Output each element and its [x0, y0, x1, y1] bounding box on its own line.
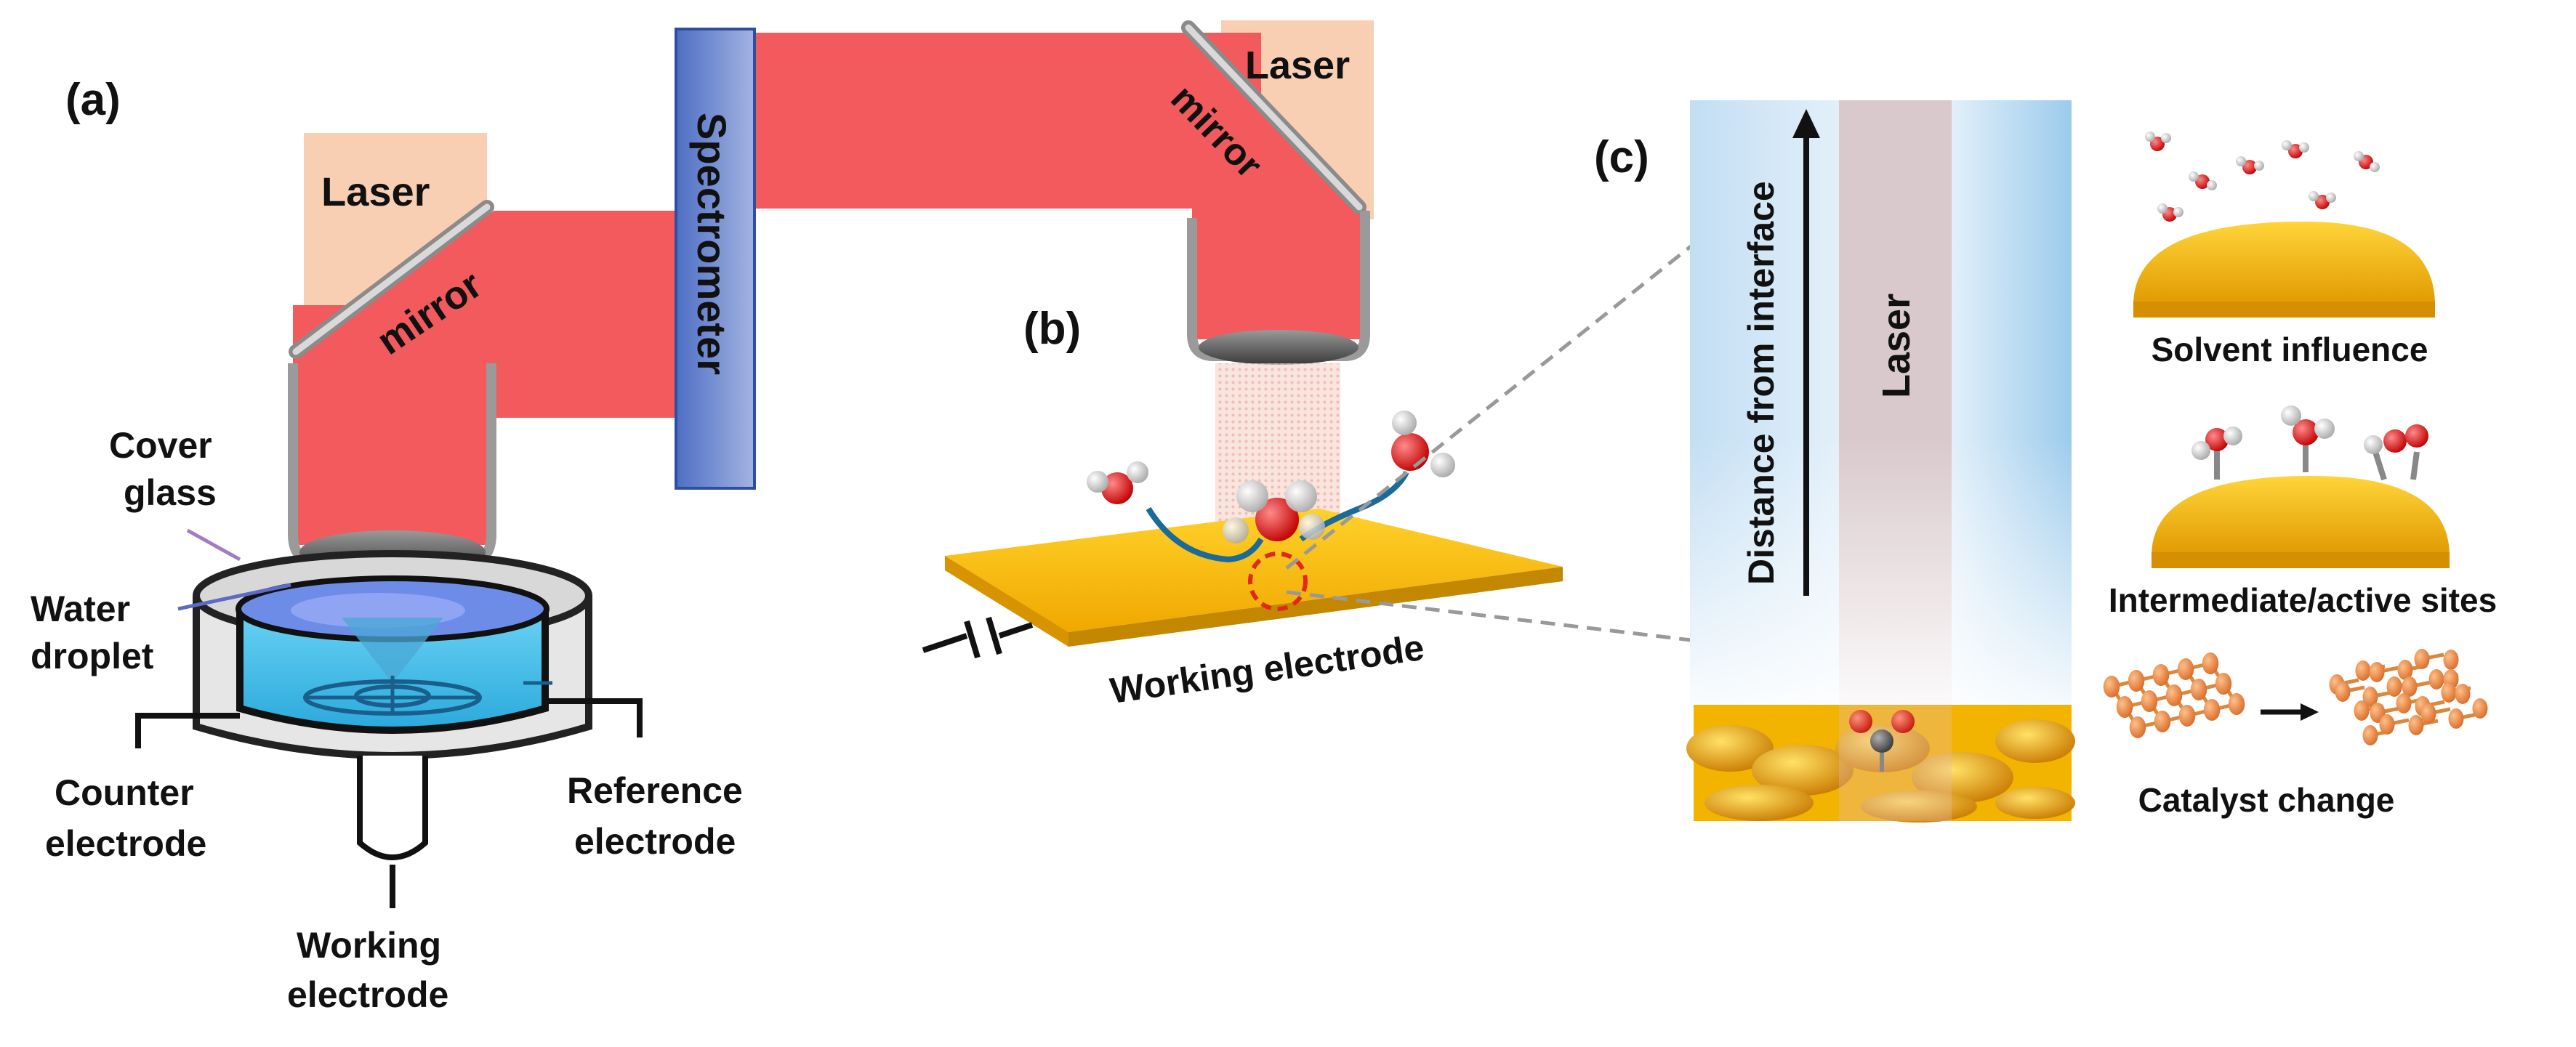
reference-electrode-label-2: electrode: [574, 821, 736, 862]
water-droplet-label-2: droplet: [31, 636, 154, 676]
cover-glass-label-1: Cover: [109, 425, 212, 466]
working-electrode-label-1: Working: [297, 925, 441, 966]
catalyst-lattice-after: [2329, 649, 2488, 745]
solvent-influence-label: Solvent influence: [2152, 331, 2428, 368]
water-molecules-scattered: [2145, 132, 2380, 222]
panel-c-label: (c): [1594, 132, 1649, 182]
objective-lens-b: [1187, 211, 1370, 365]
working-electrode-label-2: electrode: [287, 974, 448, 1015]
counter-electrode-label-2: electrode: [45, 823, 206, 864]
laser-label-b: Laser: [1245, 44, 1350, 87]
intermediate-sites-inset: Intermediate/active sites: [2109, 405, 2497, 619]
laser-label-a: Laser: [321, 169, 430, 214]
reference-electrode-label-1: Reference: [567, 770, 743, 811]
panel-a-label: (a): [65, 75, 121, 125]
spectrometer: Spectrometer: [675, 28, 756, 490]
intermediate-sites-label: Intermediate/active sites: [2109, 581, 2497, 619]
electrochemical-cell: [135, 528, 643, 908]
water-droplet-label-1: Water: [31, 589, 130, 629]
solvent-influence-inset: Solvent influence: [2133, 132, 2435, 368]
mirror-a: [289, 200, 494, 359]
cover-glass-label-2: glass: [124, 472, 217, 513]
catalyst-change-inset: Catalyst change: [2103, 649, 2488, 819]
spectrometer-label: Spectrometer: [689, 113, 735, 375]
panel-b-label: (b): [1023, 304, 1081, 354]
laser-beam-path: [293, 20, 1374, 545]
panel-b-scene: [922, 237, 1702, 659]
catalyst-surface-blobs: [1686, 719, 2075, 822]
counter-electrode-label-1: Counter: [55, 772, 194, 813]
mirror-b: [1181, 20, 1367, 214]
panel-c-zoom: Distance from interface Laser: [1686, 100, 2075, 822]
catalyst-lattice-before: [2103, 652, 2245, 738]
working-electrode-label-b: Working electrode: [1108, 627, 1427, 711]
panel-c-laser-label: Laser: [1875, 294, 1918, 398]
catalyst-change-label: Catalyst change: [2138, 781, 2395, 819]
distance-axis-label: Distance from interface: [1741, 181, 1782, 585]
